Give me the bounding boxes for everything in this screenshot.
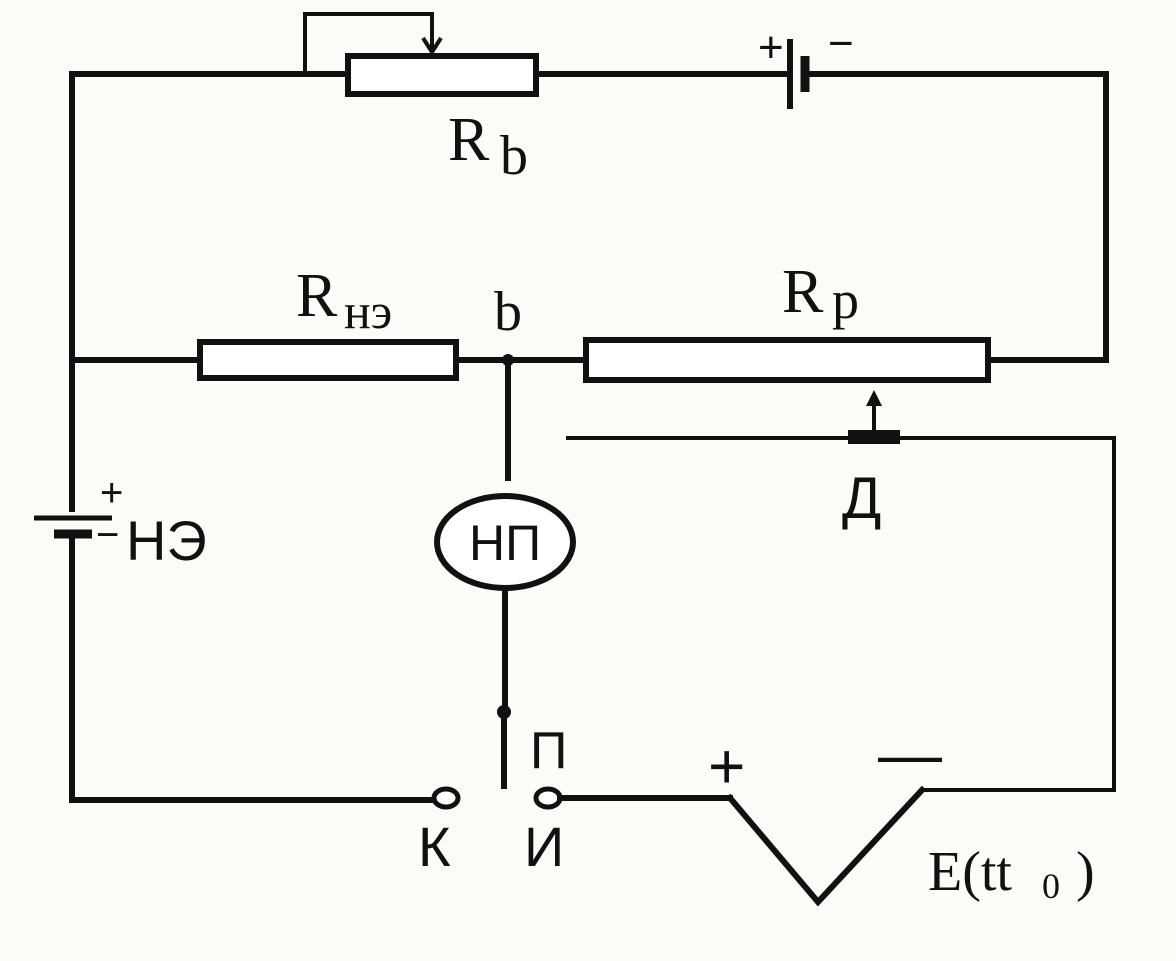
rne-resistor (197, 339, 459, 381)
thermocouple (725, 785, 927, 907)
np-label: НП (469, 515, 541, 571)
rne-label-sub: нэ (344, 283, 392, 339)
emf-label-sub: 0 (1042, 866, 1060, 906)
rb-slider-wire (303, 12, 434, 74)
terminal-i-label: И (524, 815, 564, 878)
tc-minus-sign: — (878, 718, 942, 790)
top-wire-right (805, 71, 1109, 363)
rp-resistor (583, 337, 991, 383)
slider-d-wire (566, 436, 1116, 792)
ne-label: НЭ (126, 509, 207, 572)
battery-minus-sign: − (828, 19, 854, 68)
emf-label-main: E(tt (928, 841, 1012, 903)
rp-label-sub: p (832, 270, 859, 330)
node-b-label: b (494, 281, 522, 343)
emf-label-close: ) (1076, 841, 1095, 903)
rb-slider-arrowhead (421, 36, 443, 56)
tc-plus-sign: + (708, 730, 745, 802)
rb-label-sub: b (500, 125, 528, 187)
terminal-k-label: К (418, 815, 451, 878)
switch-p-label: П (530, 722, 567, 780)
rp-label-main: R (782, 258, 824, 326)
terminal-k[interactable] (431, 786, 461, 810)
rb-label-main: R (448, 106, 490, 174)
slider-d-contact[interactable] (848, 430, 900, 444)
rb-resistor (345, 53, 539, 97)
ne-minus-sign: − (96, 513, 119, 557)
battery-plus-sign: + (758, 23, 784, 72)
slider-d-arrowhead (866, 390, 882, 406)
ne-plus-sign: + (100, 471, 123, 515)
slider-d-label: Д (842, 466, 881, 531)
rne-label-main: R (296, 262, 338, 330)
terminal-i[interactable] (533, 786, 563, 810)
